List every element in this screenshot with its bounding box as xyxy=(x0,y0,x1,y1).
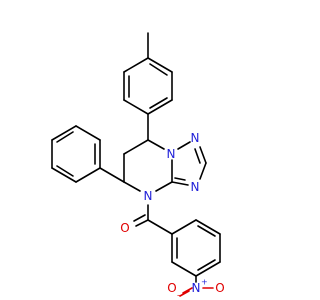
tolyl-double-bond xyxy=(149,97,168,109)
nitro-n-o-bond xyxy=(179,290,190,297)
triazole-double-bond xyxy=(194,148,201,164)
tolyl-bond xyxy=(147,57,173,73)
tolyl-group xyxy=(123,32,173,115)
phenyl-bond xyxy=(75,125,101,141)
nitro-group xyxy=(179,275,197,297)
nitro-n-o-double-bond xyxy=(182,287,193,294)
phenyl-bond xyxy=(51,125,77,141)
triazole-bond xyxy=(199,162,207,180)
ring-bond xyxy=(123,139,149,155)
carbonyl-aryl-bond xyxy=(147,219,173,235)
charge-n-nitro: + xyxy=(201,278,208,287)
atom-n1: N xyxy=(167,147,176,161)
ring-bond xyxy=(155,181,173,192)
tolyl-bond xyxy=(123,57,149,73)
tolyl-bond xyxy=(123,99,149,115)
nitrophenyl-bond xyxy=(171,219,197,235)
phenyl-group xyxy=(51,125,125,183)
phenyl-bond xyxy=(51,167,77,183)
atom-n3: N xyxy=(191,180,200,194)
ring-bond xyxy=(147,139,165,150)
nitrophenyl-bond xyxy=(195,219,221,235)
structure-canvas: N N N N O N + O O - xyxy=(51,32,225,300)
triazole-ring xyxy=(171,141,207,186)
triazole-bond xyxy=(171,181,189,186)
atom-n2: N xyxy=(191,131,200,145)
atom-o-nitro-1: O xyxy=(215,281,224,295)
phenyl-double-bond xyxy=(56,131,74,143)
tolyl-bond xyxy=(147,99,173,115)
atom-n-nitro: N xyxy=(192,281,201,295)
phenyl-double-bond xyxy=(56,165,74,177)
pyrimidine-ring xyxy=(123,139,173,192)
nitrophenyl-bond xyxy=(195,261,221,277)
phenyl-link-bond xyxy=(99,167,125,183)
nitrophenyl-group xyxy=(171,219,221,277)
charge-o-nitro-2: - xyxy=(177,291,180,300)
nitrophenyl-double-bond xyxy=(197,225,216,237)
phenyl-bond xyxy=(75,167,101,183)
carbonyl-bond xyxy=(135,219,149,227)
tolyl-double-bond xyxy=(149,63,168,76)
nitrophenyl-bond xyxy=(171,261,197,277)
triazole-bond xyxy=(199,146,207,164)
atom-o-carbonyl: O xyxy=(120,221,129,235)
atom-o-nitro-2: O xyxy=(167,281,176,295)
triazole-double-bond xyxy=(174,177,186,181)
nitrophenyl-double-bond xyxy=(197,259,216,271)
carbonyl-double-bond xyxy=(133,214,146,222)
triazole-bond xyxy=(177,141,191,150)
atom-n4: N xyxy=(144,189,153,203)
molecule-structure: N N N N O N + O O - xyxy=(51,32,225,300)
ring-bond xyxy=(123,181,141,192)
